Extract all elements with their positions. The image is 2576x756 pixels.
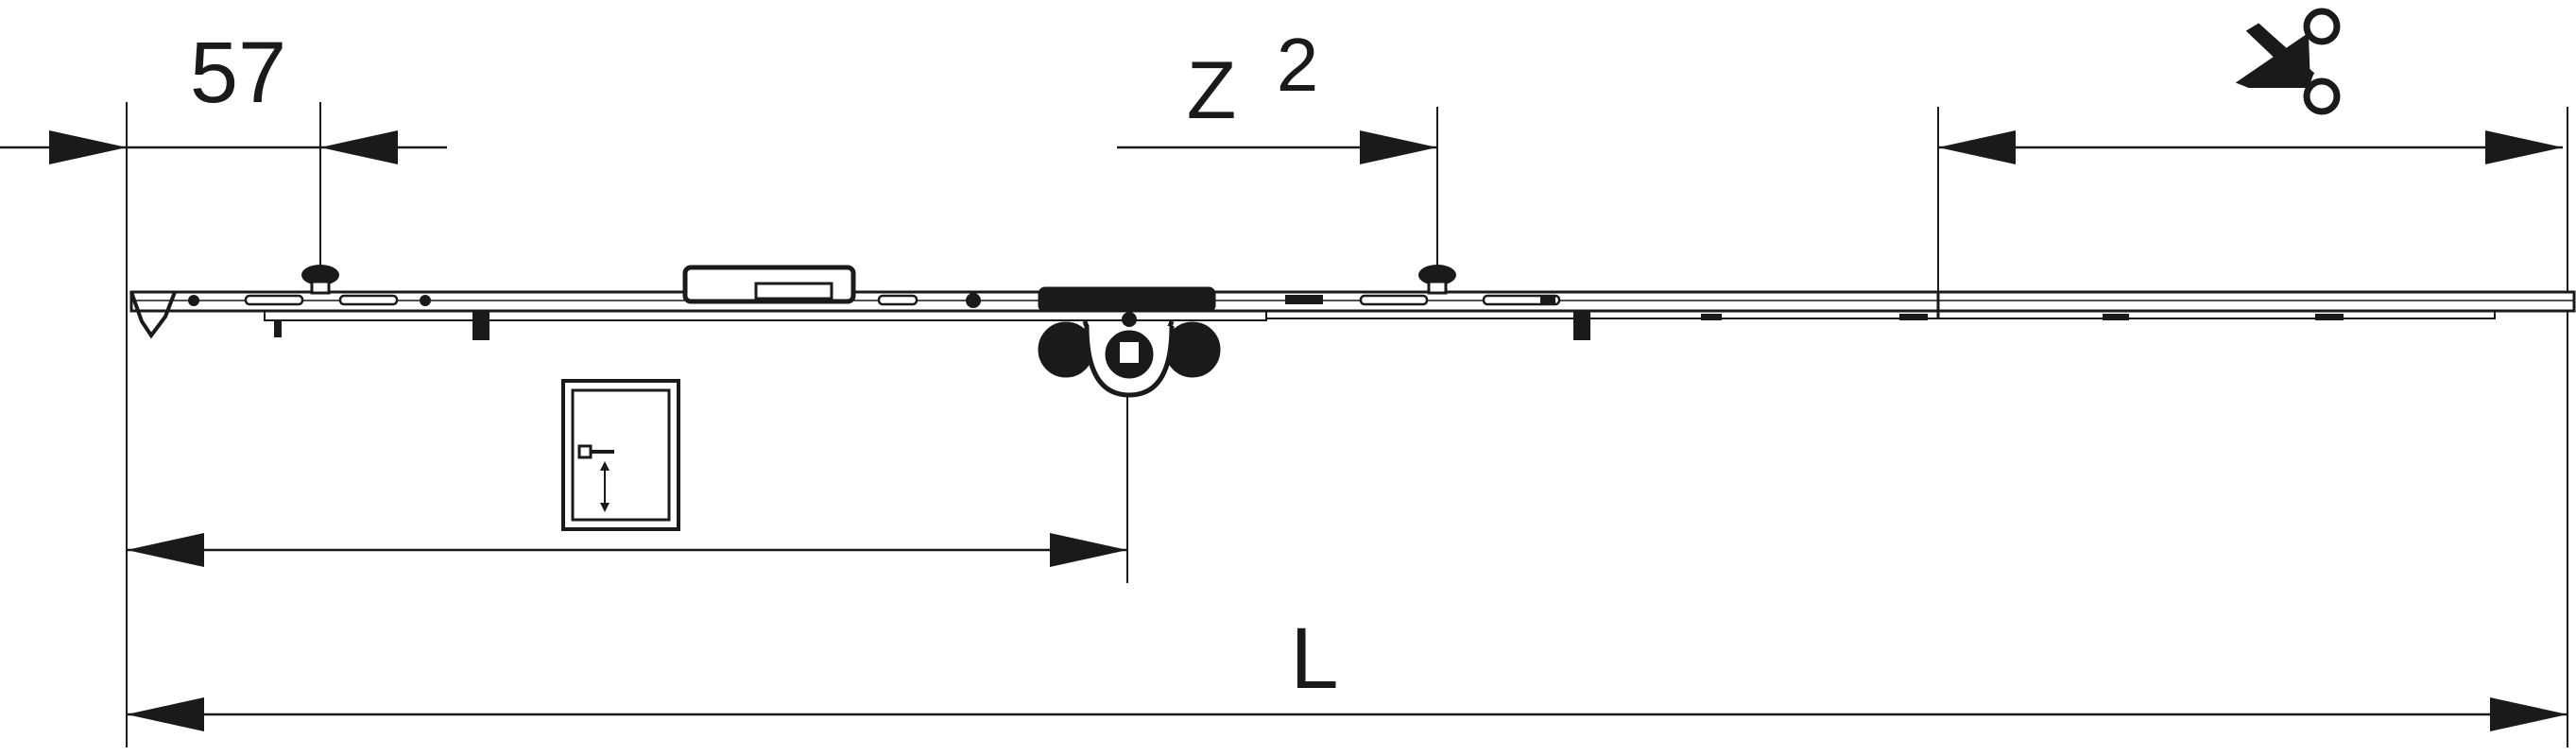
z-superscript: 2 [1277, 23, 1319, 107]
dimension-handle-height [127, 533, 1127, 567]
length-label: L [1290, 610, 1338, 707]
dimension-cut-range [1938, 130, 2563, 164]
extension-lines [126, 102, 2568, 747]
dimension-z: Z 2 [1117, 23, 1437, 164]
scissors-icon [2235, 8, 2341, 115]
dimension-57: 57 [0, 25, 447, 164]
locking-cam [301, 265, 1456, 295]
dimension-length: L [127, 610, 2567, 731]
offset-label: 57 [190, 25, 286, 121]
espagnolette-bar [129, 265, 2576, 398]
gearbox [1038, 286, 1221, 398]
window-handle-icon [561, 379, 680, 531]
z-label: Z [1187, 45, 1237, 136]
